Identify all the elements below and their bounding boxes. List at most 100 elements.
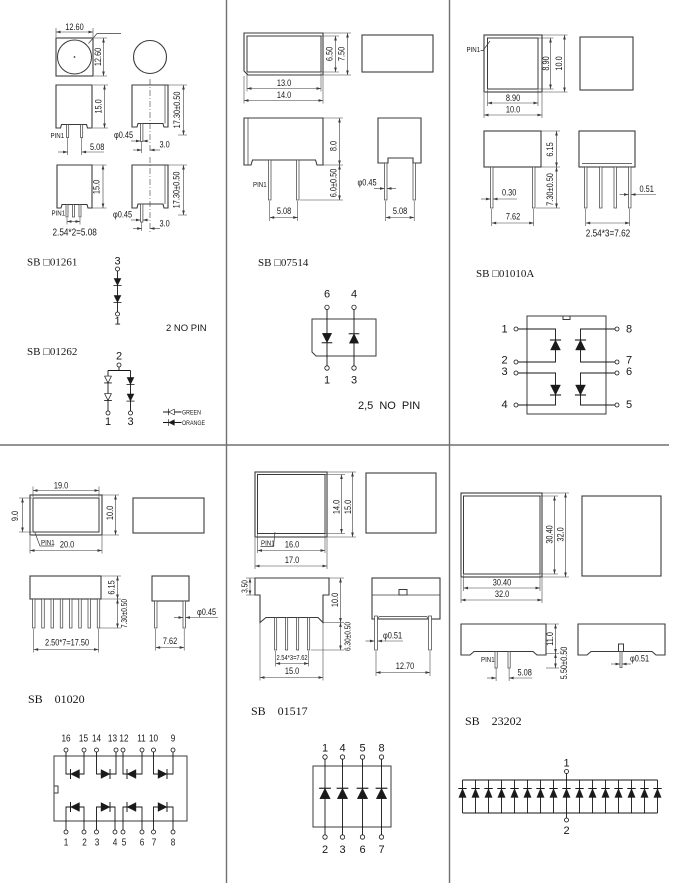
rotated-label: 15.0 bbox=[94, 99, 104, 114]
dimension-pin-length: 6.30±0.50 bbox=[311, 622, 353, 651]
dimension-label: 8.90 bbox=[506, 93, 521, 103]
led-diode-icon bbox=[113, 278, 122, 286]
dimension-pin-length: 6.0±0.50 bbox=[300, 165, 343, 201]
terminal bbox=[614, 370, 620, 376]
dimension-label: 10.0 bbox=[105, 505, 115, 520]
arrowhead bbox=[101, 165, 105, 170]
dimension-pin-length: 7.30±0.50 bbox=[536, 167, 560, 209]
dimension-label: 5.08 bbox=[393, 206, 408, 216]
arrowhead bbox=[491, 221, 497, 225]
dimension-label: 0.51 bbox=[640, 184, 655, 194]
extension-line bbox=[542, 492, 569, 578]
arrowhead bbox=[33, 489, 38, 492]
arrowhead bbox=[102, 38, 105, 43]
arrowhead bbox=[537, 598, 542, 602]
terminal bbox=[120, 747, 126, 753]
lens-outline bbox=[132, 39, 168, 75]
arrowhead bbox=[340, 474, 343, 479]
led-diode-icon bbox=[126, 768, 137, 780]
extension-line bbox=[541, 130, 560, 168]
pin bbox=[428, 615, 432, 651]
led-diode-icon bbox=[549, 384, 562, 396]
arrowhead bbox=[116, 576, 119, 581]
arrowhead bbox=[255, 564, 260, 568]
dimension-label: 15.0 bbox=[285, 666, 300, 676]
arrowhead bbox=[563, 35, 566, 40]
package-outline bbox=[312, 765, 392, 828]
dimension-outer-width: 14.0 bbox=[243, 76, 324, 104]
pin1-label: PIN1 bbox=[253, 182, 267, 190]
arrowhead bbox=[486, 197, 491, 201]
pin-number: 9 bbox=[171, 733, 176, 744]
no-pin-note: 2 NO PIN bbox=[166, 323, 207, 334]
pin-number: 15 bbox=[79, 733, 88, 744]
dimension-label: 2.54*3=7.62 bbox=[586, 228, 630, 239]
extension-line bbox=[102, 494, 119, 536]
dimension-pin-diameter: φ0.45 bbox=[113, 210, 149, 222]
arrowhead bbox=[182, 130, 185, 135]
arrowhead bbox=[257, 549, 262, 552]
arrowhead bbox=[346, 70, 349, 75]
arrowhead bbox=[320, 549, 325, 552]
dimension-label: 0.30 bbox=[502, 188, 517, 198]
extension-line bbox=[168, 164, 187, 216]
end-view bbox=[132, 497, 205, 534]
led-diode-icon bbox=[535, 788, 546, 798]
terminal bbox=[351, 365, 357, 371]
dimension-inner-height: 30.40 bbox=[540, 495, 558, 575]
arrowhead bbox=[182, 210, 185, 215]
arrowhead bbox=[103, 123, 106, 128]
arrowhead bbox=[334, 36, 337, 41]
arrowhead bbox=[21, 527, 24, 532]
terminal bbox=[139, 829, 145, 835]
pin-number: 10 bbox=[149, 733, 158, 744]
dimension-label: 30.40 bbox=[545, 525, 555, 544]
dimension-inner-height: 9.0 bbox=[10, 497, 32, 533]
arrowhead bbox=[555, 131, 558, 136]
led-diode-icon bbox=[470, 788, 481, 798]
panel-sb-01517: 14.0 15.0 PIN1 16.0 17.0 bbox=[240, 471, 441, 856]
dimension-label: 2.54*3=7.62 bbox=[277, 655, 308, 663]
dimension-body-height: 6.15 bbox=[101, 575, 121, 600]
terminal bbox=[359, 834, 366, 840]
rotated-label: 7.30±0.50 bbox=[545, 173, 555, 206]
pin-number: 7 bbox=[626, 355, 632, 367]
arrowhead bbox=[56, 30, 61, 34]
dimension-outer-height: 15.0 bbox=[327, 471, 356, 538]
led-diode-icon bbox=[126, 801, 137, 813]
led-diode-icon bbox=[496, 788, 507, 798]
terminal bbox=[614, 402, 620, 408]
circuit-sb-01262: SB □01262 2 1 3 bbox=[27, 346, 135, 428]
arrowhead bbox=[339, 645, 342, 650]
led-diode-icon bbox=[652, 788, 663, 798]
dimension-outer-height: 10.0 bbox=[542, 34, 568, 93]
dimension-pin-pitch: 5.08 bbox=[269, 201, 298, 221]
rotated-label: 10.0 bbox=[554, 56, 564, 71]
arrowhead bbox=[339, 578, 342, 583]
dimension-inner-width: 8.90 bbox=[487, 90, 539, 106]
pin bbox=[384, 162, 388, 201]
led-diode-icon bbox=[639, 788, 650, 798]
arrowhead bbox=[94, 489, 99, 492]
dimension-pin-width: 0.51 bbox=[619, 184, 656, 196]
side-view-3-pin: φ0.45 3.0 17.30±0.50 bbox=[113, 157, 187, 233]
pin-number: 2 bbox=[322, 844, 328, 856]
package-body bbox=[254, 577, 330, 624]
pin bbox=[59, 598, 64, 629]
terminal bbox=[614, 359, 620, 365]
rotated-label: 30.40 bbox=[545, 525, 555, 544]
dimension-outer-height: 7.50 bbox=[323, 32, 351, 76]
pin bbox=[41, 598, 45, 629]
extension-line bbox=[495, 668, 510, 681]
dimension-label: 12.60 bbox=[65, 22, 84, 32]
arrowhead bbox=[554, 663, 557, 668]
extension-line bbox=[540, 495, 558, 575]
hollow-diode-icon bbox=[103, 393, 113, 401]
dimension-pin-diameter: φ0.45 bbox=[358, 178, 396, 190]
extension-line bbox=[460, 578, 543, 603]
wire bbox=[65, 806, 174, 830]
pin-number: 2 bbox=[563, 825, 569, 837]
pin bbox=[613, 166, 617, 209]
arrowhead bbox=[150, 148, 155, 152]
pin1-label: PIN1 bbox=[261, 540, 275, 548]
